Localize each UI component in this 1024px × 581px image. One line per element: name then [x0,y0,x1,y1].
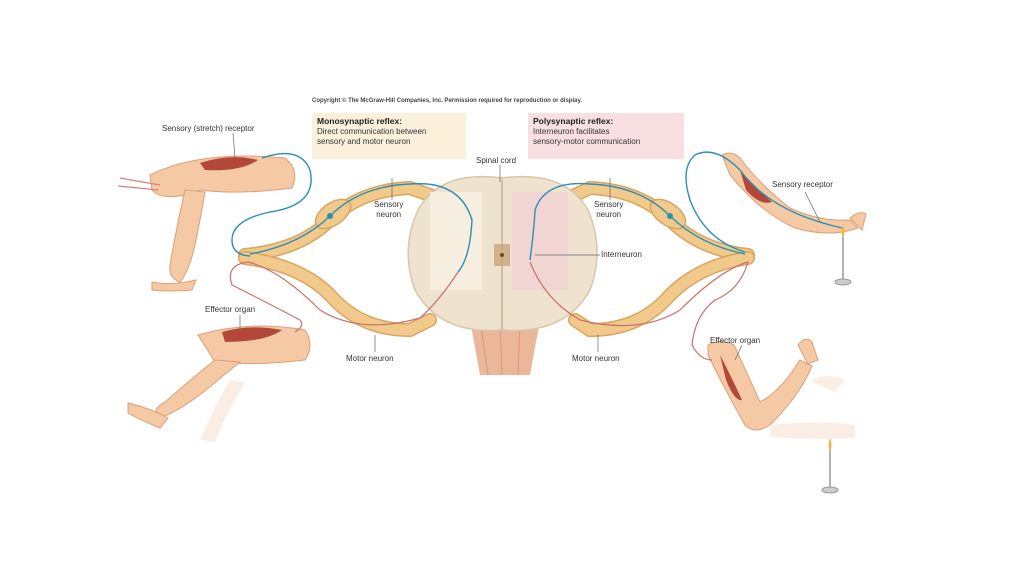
monosynaptic-title: Monosynaptic reflex: [317,116,403,126]
label-sensory-neuron-right-line-2: neuron [596,210,622,219]
spinal-cord [407,175,598,376]
label-sensory-neuron-right-line-1: Sensory [594,200,624,209]
label-effector-organ-left: Effector organ [205,305,256,314]
polysynaptic-line-1: Interneuron facilitates [533,127,610,136]
leg-lower-left [127,325,311,442]
copyright-notice: Copyright © The McGraw-Hill Companies, I… [312,98,583,104]
sensory-path-right [529,151,843,261]
label-spinal-cord: Spinal cord [476,156,517,165]
label-sensory-neuron-left-line-1: Sensory [374,200,404,209]
label-sensory-neuron-right: Sensory neuron [594,200,623,220]
arm-lower-right [707,338,855,494]
monosynaptic-box: Monosynaptic reflex: Direct communicatio… [312,113,466,159]
sensory-path-left [231,152,473,273]
leg-upper-left [117,155,296,292]
polysynaptic-title: Polysynaptic reflex: [533,116,614,126]
label-sensory-neuron-left-line-2: neuron [376,210,402,219]
label-sensory-receptor: Sensory receptor [772,180,833,189]
monosynaptic-line-1: Direct communication between [317,127,427,136]
polysynaptic-box: Polysynaptic reflex: Interneuron facilit… [528,113,684,159]
label-sensory-stretch-receptor: Sensory (stretch) receptor [162,124,255,133]
label-effector-organ-right: Effector organ [710,336,761,345]
label-sensory-neuron-left: Sensory neuron [374,200,403,220]
arm-upper-right [721,152,867,286]
monosynaptic-line-2: sensory and motor neuron [317,137,411,146]
motor-path-right [529,261,749,361]
label-pointers [232,132,821,361]
label-interneuron: Interneuron [601,250,642,259]
label-motor-neuron-right: Motor neuron [572,354,620,363]
polysynaptic-line-2: sensory-motor communication [533,137,641,146]
label-motor-neuron-left: Motor neuron [346,354,394,363]
motor-path-left [229,261,459,333]
